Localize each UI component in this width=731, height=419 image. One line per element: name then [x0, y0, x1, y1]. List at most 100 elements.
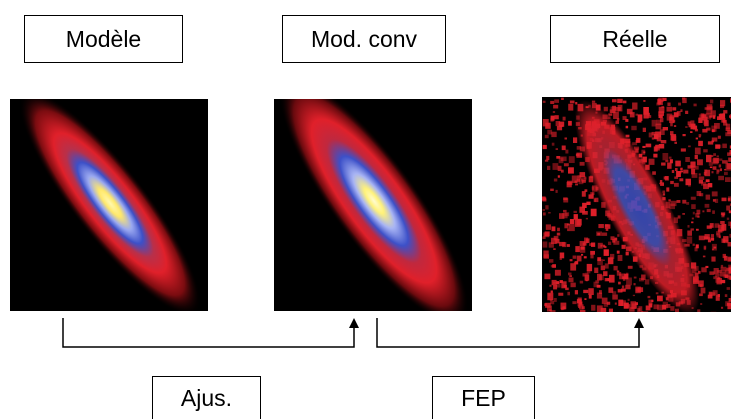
noise-speckle: [584, 272, 589, 276]
noise-speckle: [563, 197, 568, 201]
noise-speckle: [603, 245, 606, 248]
noise-speckle: [703, 245, 707, 249]
noise-speckle: [673, 112, 679, 118]
noise-speckle: [695, 213, 700, 218]
noise-speckle: [608, 241, 612, 245]
noise-speckle: [553, 284, 558, 290]
noise-speckle: [718, 235, 721, 239]
noise-speckle: [711, 155, 714, 158]
noise-speckle: [697, 270, 701, 274]
noise-speckle: [583, 256, 587, 259]
noise-speckle: [706, 225, 712, 229]
noise-speckle: [706, 154, 712, 163]
noise-speckle: [718, 164, 722, 168]
noise-speckle: [675, 160, 681, 167]
noise-speckle: [723, 239, 729, 244]
noise-speckle: [616, 270, 620, 273]
noise-speckle: [691, 168, 696, 175]
noise-speckle: [680, 170, 684, 173]
noise-speckle: [617, 104, 623, 112]
noise-speckle: [570, 263, 577, 271]
noise-speckle: [613, 240, 620, 245]
noise-speckle: [576, 146, 581, 150]
noise-speckle: [718, 144, 722, 149]
noise-speckle: [648, 303, 653, 308]
noise-speckle: [542, 236, 546, 239]
noise-speckle: [542, 119, 549, 127]
noise-speckle: [698, 280, 704, 287]
noise-speckle: [609, 109, 616, 113]
noise-speckle: [658, 144, 665, 149]
noise-speckle: [711, 171, 714, 174]
noise-speckle: [712, 210, 715, 214]
noise-speckle: [637, 119, 642, 123]
noise-speckle: [601, 232, 608, 236]
noise-speckle: [716, 169, 720, 173]
noise-speckle: [672, 107, 677, 111]
noise-speckle: [579, 161, 585, 166]
noise-speckle: [542, 241, 548, 248]
noise-speckle: [625, 125, 629, 129]
noise-speckle: [577, 175, 582, 179]
noise-speckle: [715, 295, 720, 301]
noise-speckle: [700, 303, 703, 305]
noise-speckle: [728, 210, 731, 214]
noise-speckle: [551, 279, 557, 286]
noise-speckle: [719, 168, 722, 172]
noise-speckle: [708, 291, 713, 296]
noise-speckle: [642, 156, 647, 163]
noise-speckle: [563, 209, 567, 213]
convolved-model-image: [274, 99, 472, 311]
noise-speckle: [717, 294, 720, 297]
noise-speckle: [565, 287, 569, 291]
noise-speckle: [685, 126, 688, 128]
noise-speckle: [696, 209, 701, 215]
noise-speckle: [674, 141, 677, 144]
noise-speckle: [575, 246, 580, 253]
noise-speckle: [706, 208, 711, 213]
noise-speckle: [682, 97, 686, 100]
noise-speckle: [670, 200, 677, 207]
noise-speckle: [643, 100, 646, 102]
noise-speckle: [718, 175, 724, 181]
noise-speckle: [575, 183, 578, 186]
noise-speckle: [662, 97, 667, 101]
noise-speckle: [698, 140, 703, 147]
noise-speckle: [722, 160, 728, 164]
noise-speckle: [562, 242, 567, 248]
noise-speckle: [726, 163, 731, 169]
noise-speckle: [551, 237, 557, 244]
noise-speckle: [585, 217, 588, 220]
noise-speckle: [599, 290, 602, 294]
noise-speckle: [614, 302, 617, 305]
noise-speckle: [726, 205, 731, 211]
noise-speckle: [668, 156, 672, 159]
noise-speckle: [542, 209, 545, 212]
noise-speckle: [669, 116, 675, 124]
noise-speckle: [608, 287, 614, 293]
noise-speckle: [658, 114, 663, 119]
noise-speckle: [691, 217, 694, 220]
noise-speckle: [590, 208, 597, 217]
noise-speckle: [645, 143, 652, 148]
noise-speckle: [691, 204, 696, 209]
noise-speckle: [567, 228, 570, 232]
noise-speckle: [547, 292, 554, 301]
noise-speckle: [686, 236, 693, 244]
fit-connector: [62, 318, 355, 348]
noise-speckle: [550, 290, 553, 293]
noise-speckle: [674, 176, 679, 179]
noise-speckle: [723, 110, 728, 114]
noise-speckle: [591, 192, 594, 196]
noise-speckle: [616, 272, 622, 276]
noise-speckle: [647, 295, 651, 299]
noise-speckle: [593, 198, 596, 202]
noise-speckle: [622, 116, 627, 120]
noise-speckle: [641, 149, 646, 155]
noise-speckle: [712, 115, 716, 119]
noise-speckle: [560, 302, 567, 310]
noise-speckle: [721, 197, 727, 202]
model-galaxy-shape: [19, 99, 201, 311]
noise-speckle: [561, 145, 566, 151]
noise-speckle: [550, 188, 554, 191]
